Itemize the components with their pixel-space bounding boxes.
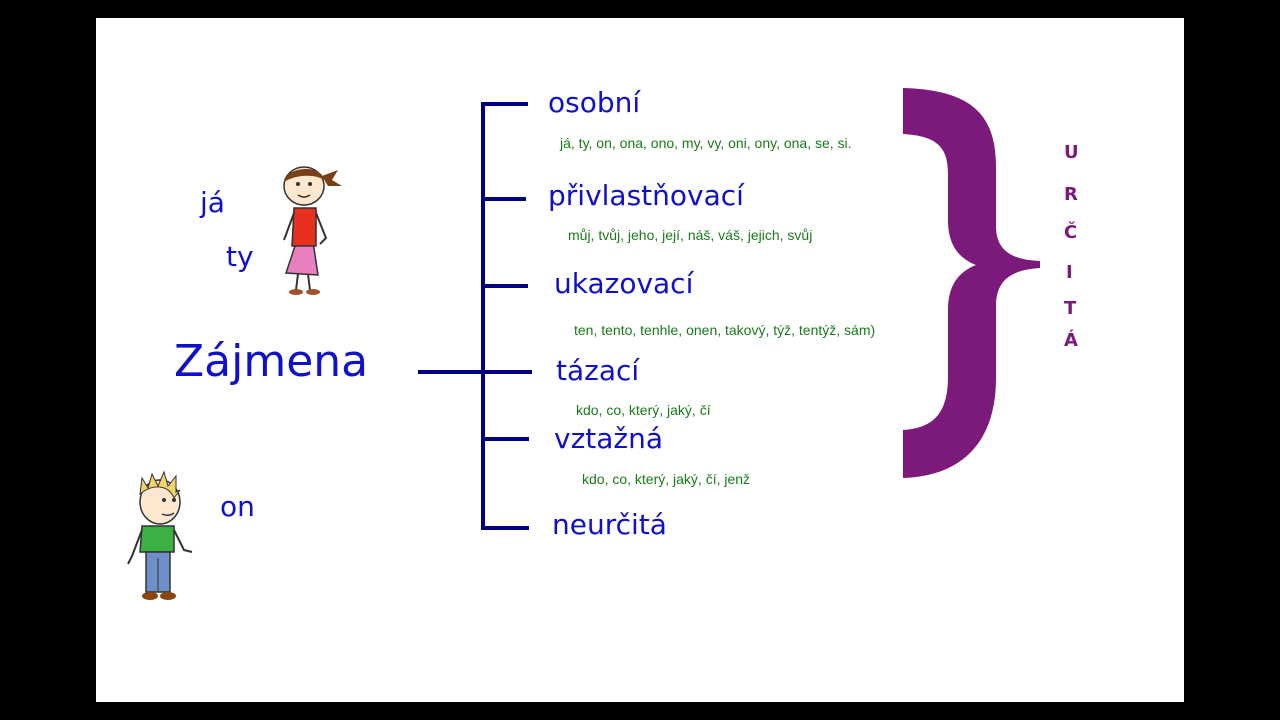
examples-osobni: já, ty, on, ona, ono, my, vy, oni, ony, … <box>560 135 852 151</box>
title-zajmena: Zájmena <box>174 336 369 387</box>
brace-letter-i: I <box>1066 262 1073 283</box>
girl-cartoon-icon <box>283 166 342 295</box>
category-privlastnovaci: přivlastňovací <box>548 179 744 212</box>
brace-letter-r: R <box>1064 184 1078 205</box>
examples-vztazna: kdo, co, který, jaký, čí, jenž <box>582 471 751 487</box>
category-tazaci: tázací <box>556 354 640 387</box>
examples-privlastnovaci: můj, tvůj, jeho, její, náš, váš, jejich,… <box>568 227 813 243</box>
category-vztazna: vztažná <box>554 422 664 455</box>
category-neurcita: neurčitá <box>552 508 667 541</box>
brace-letter-c: Č <box>1064 222 1078 243</box>
examples-tazaci: kdo, co, který, jaký, čí <box>576 402 711 418</box>
slide: já ty on Zájmena osobní já, ty, on, ona,… <box>96 18 1184 702</box>
word-ja: já <box>200 186 225 219</box>
word-ty: ty <box>226 240 254 273</box>
boy-cartoon-icon <box>127 470 193 600</box>
curly-brace <box>903 88 1040 478</box>
category-ukazovaci: ukazovací <box>554 267 694 300</box>
word-on: on <box>220 490 255 523</box>
brace-letter-t: T <box>1064 298 1077 319</box>
brace-letter-u: U <box>1064 142 1079 163</box>
brace-letter-a: Á <box>1064 330 1078 351</box>
diagram-lines <box>127 88 1040 600</box>
category-osobni: osobní <box>548 86 641 119</box>
examples-ukazovaci: ten, tento, tenhle, onen, takový, týž, t… <box>574 322 876 338</box>
